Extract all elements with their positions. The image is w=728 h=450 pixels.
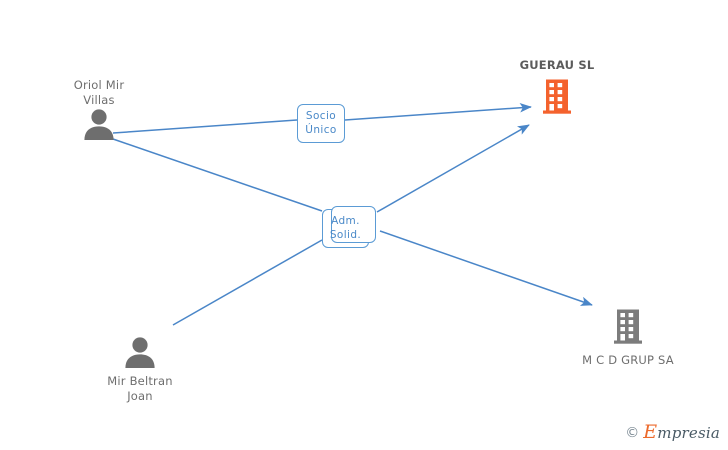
edge-adm-solid-to-guerau <box>376 124 530 213</box>
copyright-icon: © <box>625 424 640 441</box>
node-company-mcd-grup-sa[interactable]: M C D GRUP SA <box>553 309 703 368</box>
company-name-label: M C D GRUP SA <box>582 353 674 367</box>
person-name-label: Mir Beltran Joan <box>107 374 173 403</box>
brand-initial: E <box>643 421 658 443</box>
person-icon <box>84 109 114 140</box>
relation-label-adm-solid[interactable]: Adm. Solid. <box>322 206 376 248</box>
person-name-label: Oriol Mir Villas <box>73 78 125 107</box>
person-icon <box>125 337 155 368</box>
edge-oriol-to-socio-unico <box>112 119 298 134</box>
edge-mir-beltran-to-adm-solid <box>172 239 323 326</box>
relation-label-socio-unico[interactable]: Socio Único <box>297 104 345 143</box>
watermark-empresia: © Empresia <box>625 423 720 442</box>
building-icon <box>543 79 571 114</box>
node-person-mir-beltran-joan[interactable]: Mir Beltran Joan <box>75 336 205 404</box>
node-person-oriol-mir-villas[interactable]: Oriol Mir Villas <box>34 78 164 140</box>
edge-socio-unico-to-guerau <box>344 102 532 121</box>
brand-rest: mpresia <box>657 424 720 442</box>
edge-adm-solid-to-mcd-grup <box>379 230 593 306</box>
node-company-guerau-sl[interactable]: GUERAU SL <box>482 58 632 115</box>
edge-oriol-to-adm-solid <box>112 138 323 212</box>
brand-wordmark: Empresia <box>643 423 720 442</box>
building-icon <box>614 309 642 344</box>
company-name-label: GUERAU SL <box>519 58 595 72</box>
